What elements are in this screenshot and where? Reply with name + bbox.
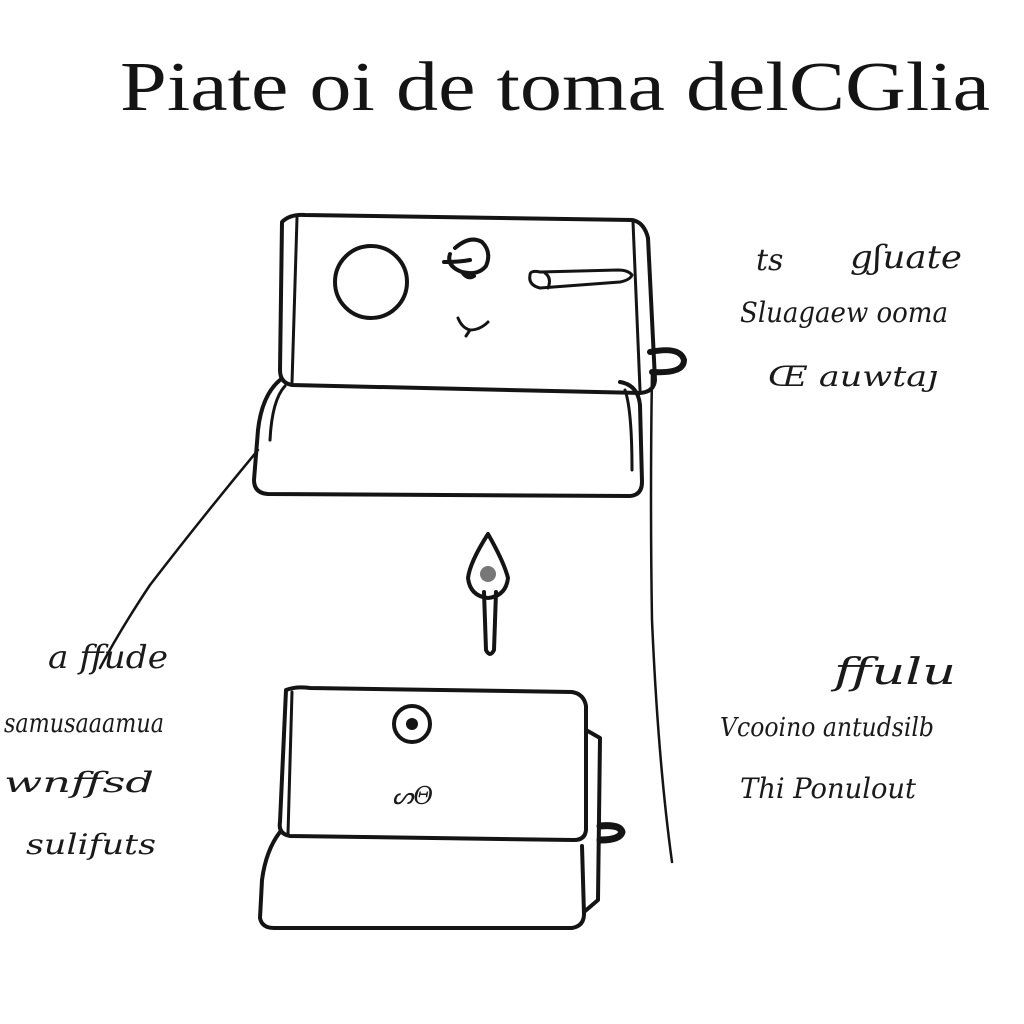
lower-device-right-panel	[582, 728, 602, 914]
cable-left	[98, 448, 260, 670]
slider-control	[528, 268, 634, 290]
dial-icon	[333, 244, 409, 320]
annotation-left-line2: samusaaamua	[4, 709, 164, 739]
annotation-left-line3: wnffsd	[4, 766, 154, 799]
dispenser-nozzle	[466, 532, 510, 656]
upper-device	[252, 212, 687, 498]
lower-side-port	[596, 822, 626, 844]
side-port	[647, 347, 687, 376]
lower-device-base	[258, 830, 586, 930]
upper-device-base-inner	[268, 384, 634, 472]
annotation-top-right-line2: Sluagaew ooma	[740, 296, 948, 329]
lower-device-side-edge	[286, 690, 294, 836]
upper-device-back-panel	[278, 212, 657, 395]
lower-device-label: ᔕΘ	[392, 782, 433, 810]
annotation-right: ffulu Vcooino antudsilb Thi Ponulout	[720, 652, 956, 805]
knob-icon	[442, 237, 491, 280]
annotation-right-line2: Vcooino antudsilb	[720, 713, 934, 743]
lower-device-back-panel	[277, 685, 588, 842]
lower-dial-center	[406, 718, 418, 730]
upper-device-side-edge	[290, 216, 642, 392]
cable-right	[649, 370, 674, 864]
annotation-right-line3: Thi Ponulout	[740, 772, 917, 805]
drop-highlight	[480, 566, 496, 582]
indicator-mark-icon	[456, 316, 490, 338]
annotation-right-line1: ffulu	[830, 652, 956, 693]
lower-dial-icon	[392, 704, 432, 744]
diagram-title: Piate oi de toma delCGlia	[120, 49, 990, 126]
nozzle-stem	[482, 590, 498, 656]
annotation-top-right-line1a: ts	[756, 243, 783, 278]
annotation-left-line4: sulifuts	[26, 828, 156, 861]
upper-device-base	[252, 378, 644, 498]
annotation-top-right-line1b: gʃuate	[850, 238, 962, 276]
lower-device: ᔕΘ	[258, 685, 626, 930]
annotation-top-right: ts gʃuate Sluagaew ooma Œ auwtaȷ	[740, 238, 962, 393]
annotation-left: a ffude samusaaamua wnffsd sulifuts	[4, 638, 168, 861]
annotation-left-line1: a ffude	[48, 638, 168, 676]
annotation-top-right-line3: Œ auwtaȷ	[768, 360, 938, 393]
drop-icon	[466, 532, 510, 600]
